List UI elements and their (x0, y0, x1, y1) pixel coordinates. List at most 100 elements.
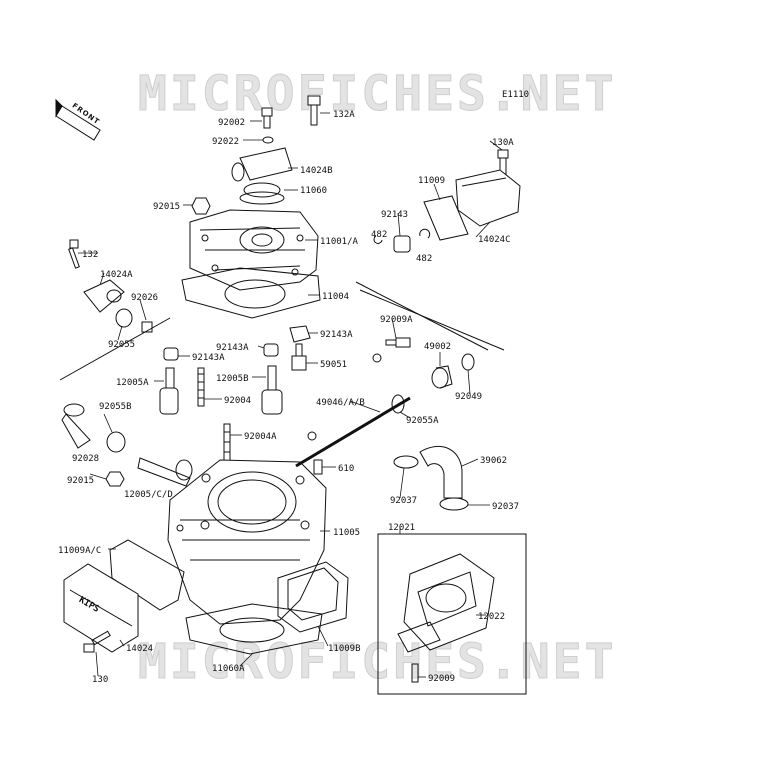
o-ring-92055b (106, 431, 126, 453)
part-label-p92009: 92009 (428, 674, 456, 684)
fitting-bolt-92002 (261, 107, 273, 129)
inset-box-12021 (377, 533, 527, 695)
part-label-p92026: 92026 (131, 293, 159, 303)
part-label-p92055B: 92055B (99, 402, 132, 412)
hose-39062 (419, 445, 463, 499)
gasket-11060 (239, 191, 285, 205)
cap-92143a (163, 325, 311, 361)
reed-valve-12022 (397, 553, 495, 653)
leader-line (59, 317, 171, 381)
part-label-p92015b: 92015 (67, 476, 95, 486)
part-label-p92004: 92004 (224, 396, 252, 406)
clamp-92037-a (393, 455, 419, 469)
base-gasket-11060a (185, 603, 323, 655)
part-label-p14024B: 14024B (300, 166, 333, 176)
spring-92004 (197, 367, 231, 465)
diagram-code: E1110 (502, 90, 530, 100)
part-label-p14024A: 14024A (100, 270, 133, 280)
part-label-p12022: 12022 (478, 612, 506, 622)
gear-59051 (291, 343, 307, 371)
part-label-p92037a: 92037 (390, 496, 418, 506)
elbow-14024a (83, 279, 125, 313)
cover-14024c (455, 169, 521, 227)
o-ring-92055a (391, 394, 405, 414)
part-label-p11009B: 11009B (328, 644, 361, 654)
head-gasket-11004 (181, 267, 321, 319)
part-label-p49002: 49002 (424, 342, 452, 352)
valve-12005c (137, 457, 193, 487)
valve-12005a (159, 367, 179, 415)
part-label-p11001A: 11001/A (320, 237, 358, 247)
cap-92143 (393, 235, 411, 253)
watermark-top: MICROFICHES.NET (137, 66, 617, 123)
part-label-p92055: 92055 (108, 340, 136, 350)
part-label-p11004: 11004 (322, 292, 350, 302)
part-label-p92143Ab: 92143A (216, 343, 249, 353)
watermark-bottom: MICROFICHES.NET (137, 634, 617, 691)
part-label-p92015a: 92015 (153, 202, 181, 212)
clip-482-b (419, 228, 431, 239)
nut-92015-bottom (105, 471, 125, 487)
cylinder-head-11001 (189, 209, 319, 291)
part-label-p92004A: 92004A (244, 432, 277, 442)
part-label-p92037b: 92037 (492, 502, 520, 512)
water-outlet-14024b (231, 147, 293, 198)
bolt-92009a (385, 337, 411, 348)
part-label-p132A: 132A (333, 110, 355, 120)
part-label-p14024C: 14024C (478, 235, 511, 245)
bolt-130 (83, 630, 111, 653)
part-label-p11009AC: 11009A/C (58, 546, 102, 556)
leader-line (359, 289, 505, 351)
part-label-p92009A: 92009A (380, 315, 413, 325)
part-label-p92022: 92022 (212, 137, 240, 147)
part-label-p12005CD: 12005/C/D (124, 490, 173, 500)
part-label-p92002: 92002 (218, 118, 246, 128)
fitting-92028 (61, 403, 91, 449)
pin-610 (313, 459, 323, 475)
ref-circle-a (372, 353, 382, 363)
cylinder-11005 (167, 459, 327, 625)
part-label-p130A: 130A (492, 138, 514, 148)
bolt-132a (307, 95, 321, 126)
part-label-p92049: 92049 (455, 392, 483, 402)
clip-482-a (373, 235, 383, 244)
screw-92009 (411, 663, 419, 683)
part-label-p92143Aa: 92143A (192, 353, 225, 363)
part-label-p92028: 92028 (72, 454, 100, 464)
part-label-p14024: 14024 (126, 644, 154, 654)
part-label-p482b: 482 (416, 254, 433, 264)
bushing-49002 (431, 365, 453, 389)
cover-14024 (63, 563, 139, 653)
rod-49046 (295, 396, 411, 468)
part-label-p12005B: 12005B (216, 374, 249, 384)
washer-92022 (262, 136, 274, 144)
spacer-92026 (141, 321, 153, 333)
part-label-p610: 610 (338, 464, 355, 474)
reed-block-11009b (277, 561, 349, 633)
valve-12005b (261, 365, 283, 415)
part-label-p49046: 49046/A/B (316, 398, 365, 408)
bolt-132 (68, 239, 80, 269)
part-label-p92055A: 92055A (406, 416, 439, 426)
gasket-11009 (423, 195, 469, 241)
o-ring-92055 (115, 308, 133, 328)
part-label-p132: 132 (82, 250, 99, 260)
front-arrow-icon (55, 98, 101, 141)
part-label-p11009: 11009 (418, 176, 446, 186)
part-label-p11060: 11060 (300, 186, 328, 196)
part-label-p482a: 482 (371, 230, 388, 240)
part-label-p59051: 59051 (320, 360, 348, 370)
nut-92015-top (191, 197, 211, 215)
ref-circle-a2 (307, 431, 317, 441)
part-label-p92143Ac: 92143A (320, 330, 353, 340)
part-label-p11005: 11005 (333, 528, 361, 538)
part-label-p39062: 39062 (480, 456, 508, 466)
seal-92049 (461, 353, 475, 371)
leader-lines (78, 112, 503, 678)
part-label-p130: 130 (92, 675, 109, 685)
part-label-p92143: 92143 (381, 210, 409, 220)
clamp-92037-b (439, 497, 469, 511)
part-label-p11060A: 11060A (212, 664, 245, 674)
part-label-p12021: 12021 (388, 523, 416, 533)
